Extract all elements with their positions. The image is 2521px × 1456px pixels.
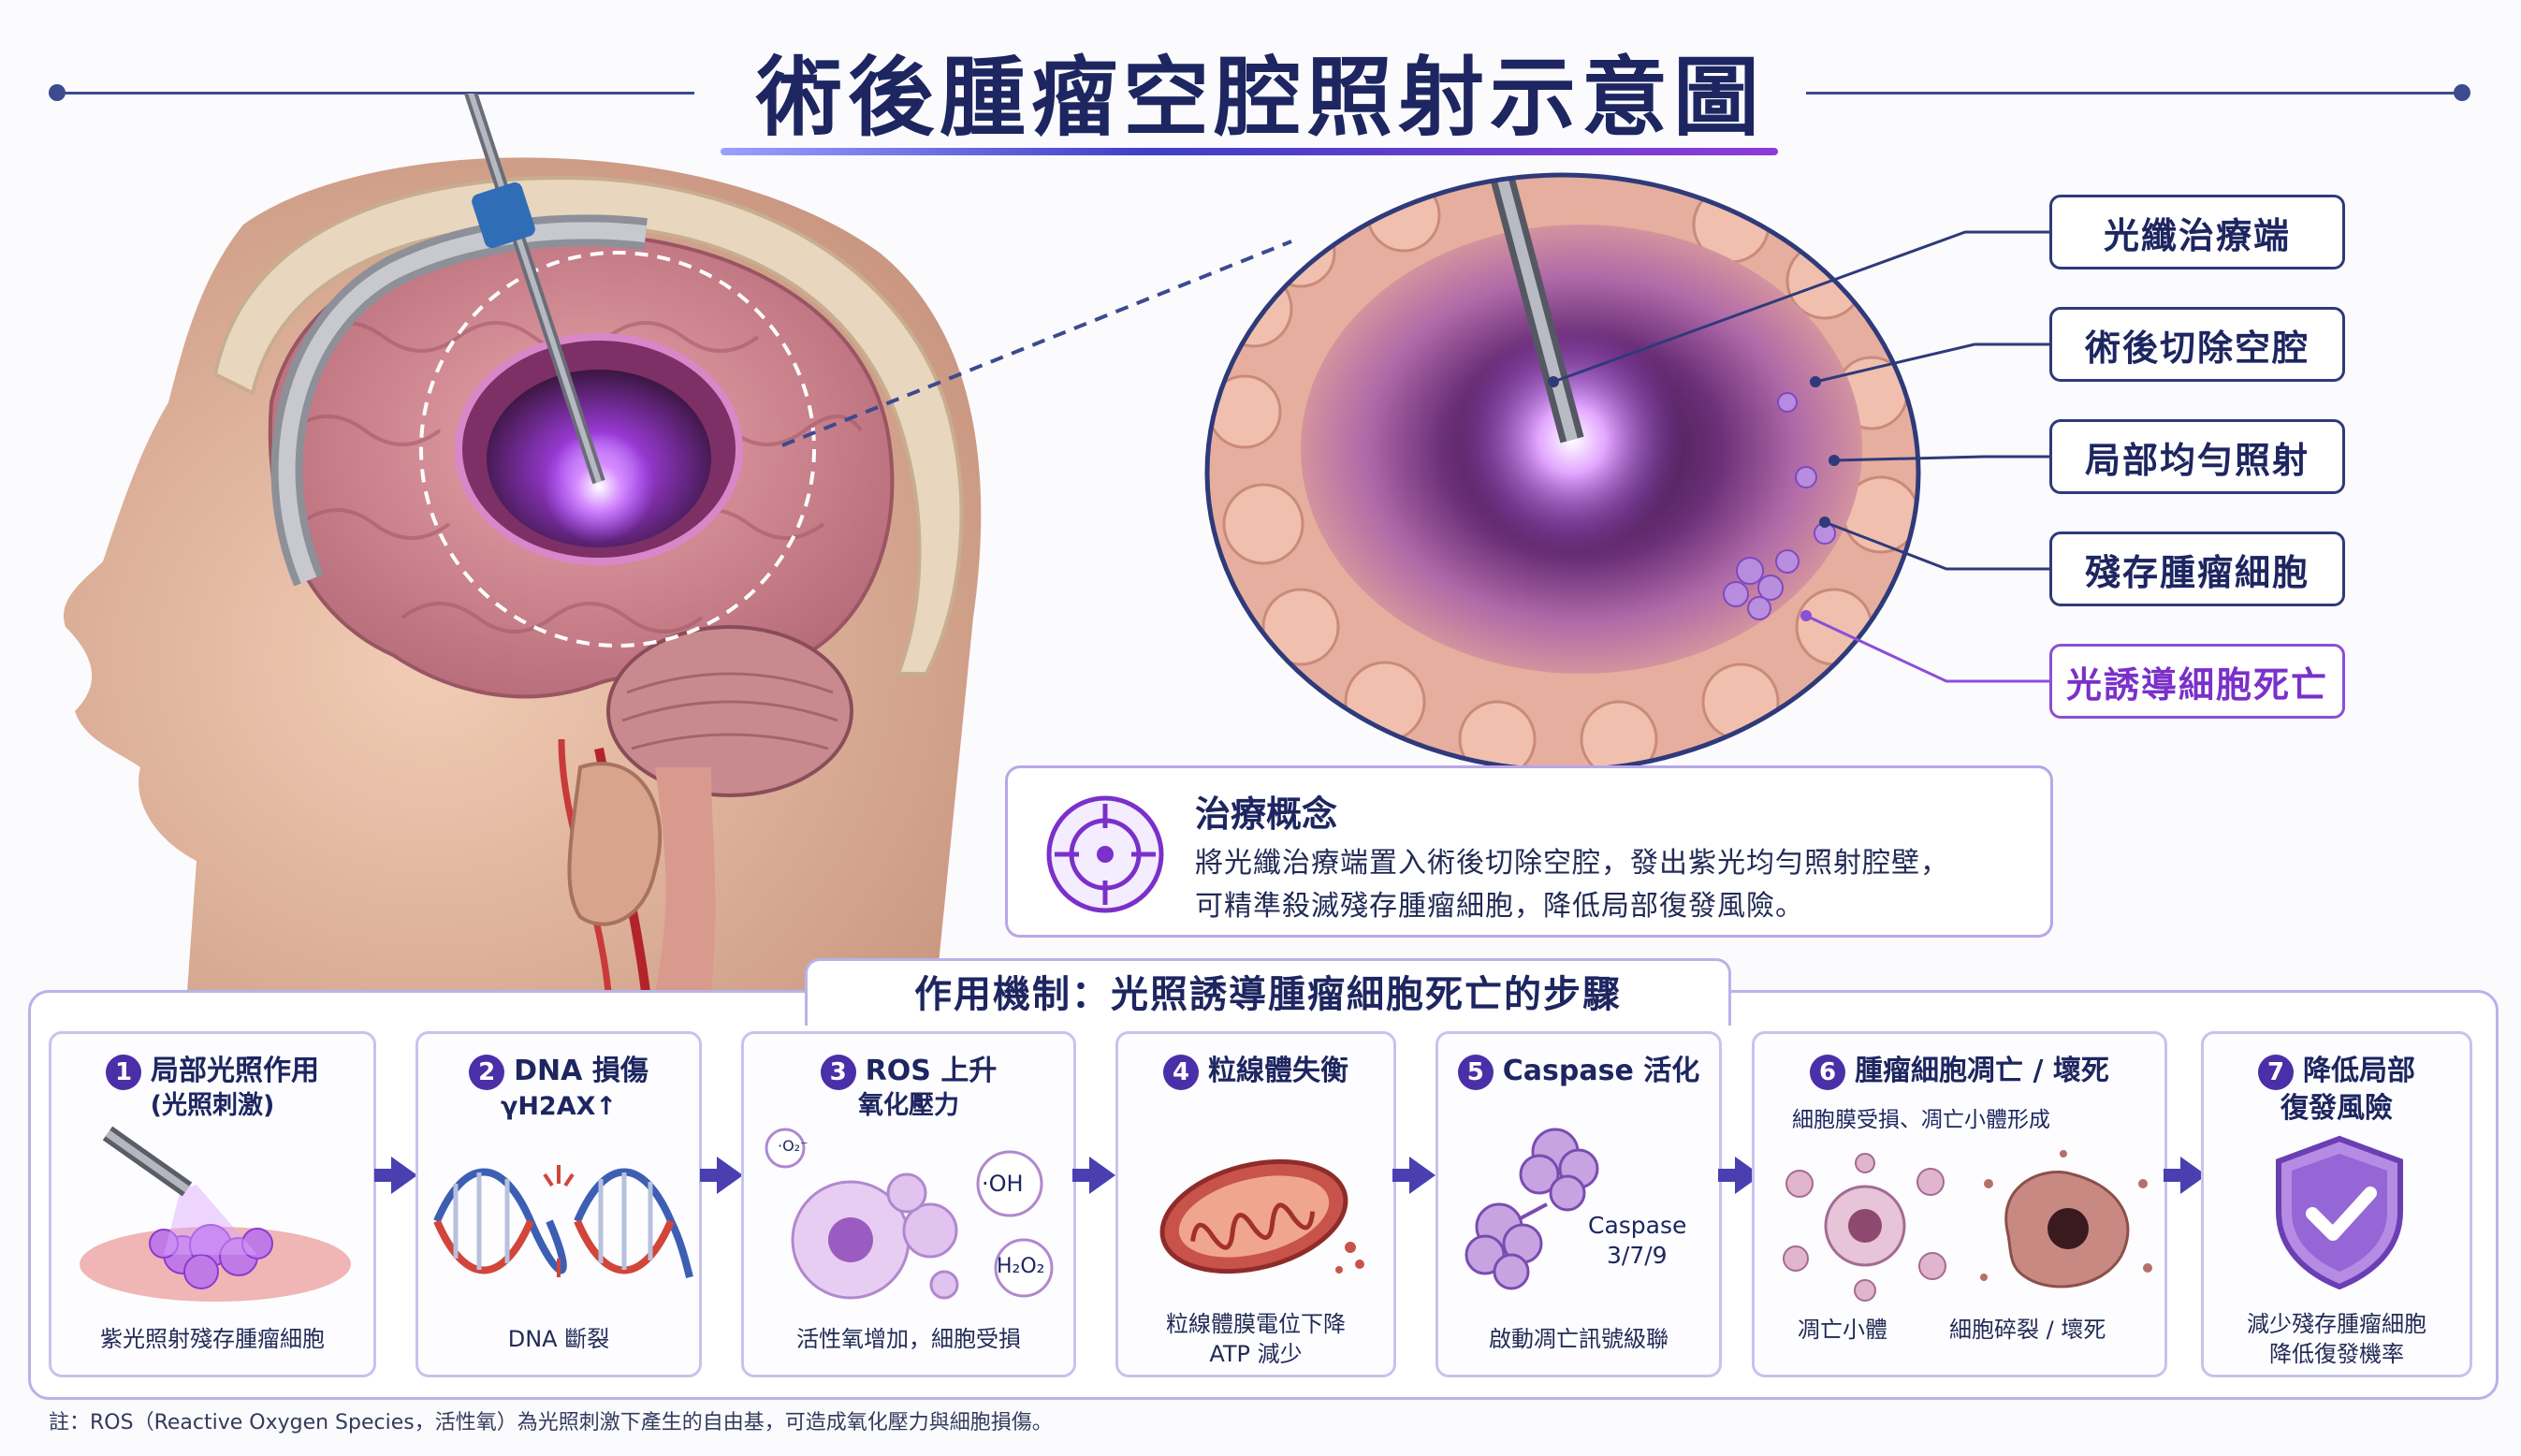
step-2-title: DNA 損傷 [514,1055,648,1087]
step-7-title-2: 復發風險 [2281,1092,2393,1125]
step-5-title: Caspase 活化 [1502,1055,1700,1087]
caspase-label-1: Caspase [1588,1212,1687,1239]
step-2-sub: γH2AX↑ [500,1092,618,1121]
header-right-line [1806,92,2461,95]
step-4-caption-1: 粒線體膜電位下降 [1166,1311,1346,1337]
target-icon [1046,795,1164,913]
step-1-sub: (光照刺激) [150,1091,275,1120]
step-7-caption-1: 減少殘存腫瘤細胞 [2247,1311,2426,1337]
step-5-number: 5 [1457,1054,1494,1090]
step-6-sub: 細胞膜受損、凋亡小體形成 [1792,1108,2050,1132]
header-right-dot [2454,84,2470,101]
flow-arrow-4 [1392,1157,1435,1194]
step-4-title: 粒線體失衡 [1208,1055,1348,1087]
mitochondria-icon [1159,1158,1364,1274]
flow-arrow-2 [700,1157,743,1194]
step-card-7: 7 降低局部 復發風險 減少殘存腫瘤細胞 降低復發機率 [2201,1031,2472,1377]
step-card-3: 3 ROS 上升 氧化壓力 ·O₂⁻ ·OH H₂O₂ 活性氧增加，細胞受損 [741,1031,1076,1377]
caspase-protein-icon [1465,1128,1599,1290]
flow-arrow-3 [1072,1157,1115,1194]
step-2-heading: 2 DNA 損傷 [418,1047,699,1090]
step-3-number: 3 [820,1054,856,1090]
step-card-2: 2 DNA 損傷 γH2AX↑ DNA 斷裂 [415,1031,702,1377]
step-3-heading: 3 ROS 上升 [744,1047,1073,1090]
step-7-title: 降低局部 [2303,1055,2415,1087]
label-resection-cavity: 術後切除空腔 [2049,307,2345,382]
step-7-caption-2: 降低復發機率 [2269,1341,2404,1367]
step-1-number: 1 [106,1054,141,1090]
step-6-caption-right: 細胞碎裂 / 壞死 [1949,1317,2106,1343]
caspase-label-2: 3/7/9 [1607,1242,1668,1269]
label-light-induced-death: 光誘導細胞死亡 [2049,644,2345,719]
shield-check-icon [2276,1135,2403,1290]
step-6-number: 6 [1810,1054,1846,1090]
necrosis-fragment-icon [1980,1150,2152,1289]
page-title: 術後腫瘤空腔照射示意圖 [755,48,1765,148]
step-3-title: ROS 上升 [865,1055,998,1087]
concept-title: 治療概念 [1195,794,1338,835]
step-4-caption-2: ATP 減少 [1209,1341,1303,1367]
step-2-number: 2 [469,1054,505,1090]
ros-hydroxyl-label: ·OH [982,1171,1024,1197]
step-2-caption: DNA 斷裂 [507,1326,610,1352]
concept-line-1: 將光纖治療端置入術後切除空腔，發出紫光均勻照射腔壁， [1195,847,1949,880]
step-1-title: 局部光照作用 [151,1055,319,1087]
footnote: 註：ROS（Reactive Oxygen Species，活性氧）為光照刺激下… [49,1411,1053,1434]
ros-h2o2-label: H₂O₂ [997,1255,1045,1278]
label-fiber-tip: 光纖治療端 [2049,195,2345,269]
apoptotic-bodies-icon [1783,1153,1946,1302]
step-3-sub: 氧化壓力 [858,1091,959,1120]
label-residual-tumor: 殘存腫瘤細胞 [2049,531,2345,606]
step-5-caption: 啟動凋亡訊號級聯 [1489,1326,1669,1352]
title-underline [721,148,1778,155]
concept-line-2: 可精準殺滅殘存腫瘤細胞，降低局部復發風險。 [1195,890,1804,923]
label-leaders [1548,230,2049,683]
step-6-heading: 6 腫瘤細胞凋亡 / 壞死 [1755,1047,2164,1090]
dna-break-icon [433,1165,693,1278]
step-4-number: 4 [1163,1054,1199,1090]
mechanism-title: 作用機制：光照誘導腫瘤細胞死亡的步驟 [805,958,1731,1026]
step-7-heading: 7 降低局部 [2204,1047,2470,1090]
light-on-tissue-icon [80,1126,351,1302]
header-left-line [58,92,694,95]
flow-arrow-1 [374,1157,417,1194]
step-3-caption: 活性氧增加，細胞受損 [796,1326,1021,1352]
step-1-caption: 紫光照射殘存腫瘤細胞 [100,1326,325,1352]
step-6-caption-left: 凋亡小體 [1798,1317,1887,1343]
step-4-heading: 4 粒線體失衡 [1118,1047,1393,1090]
step-7-number: 7 [2258,1054,2294,1090]
zoom-connector [781,240,1292,447]
step-6-title: 腫瘤細胞凋亡 / 壞死 [1855,1055,2109,1087]
header-left-dot [49,84,66,101]
step-1-heading: 1 局部光照作用 [51,1047,373,1090]
cavity-zoom-illustration [1204,172,1921,773]
concept-box: 治療概念 將光纖治療端置入術後切除空腔，發出紫光均勻照射腔壁， 可精準殺滅殘存腫… [1005,765,2053,938]
step-card-1: 1 局部光照作用 (光照刺激) 紫光照射殘存腫瘤細胞 [49,1031,376,1377]
ros-superoxide-label: ·O₂⁻ [778,1137,809,1155]
step-card-6: 6 腫瘤細胞凋亡 / 壞死 細胞膜受損、凋亡小體形成 凋亡小體 細胞碎裂 / 壞死 [1752,1031,2167,1377]
step-card-4: 4 粒線體失衡 粒線體膜電位下降 ATP 減少 [1115,1031,1396,1377]
head-brain-illustration [64,94,982,992]
ros-molecules-icon [765,1128,1054,1300]
label-uniform-irradiation: 局部均勻照射 [2049,419,2345,494]
